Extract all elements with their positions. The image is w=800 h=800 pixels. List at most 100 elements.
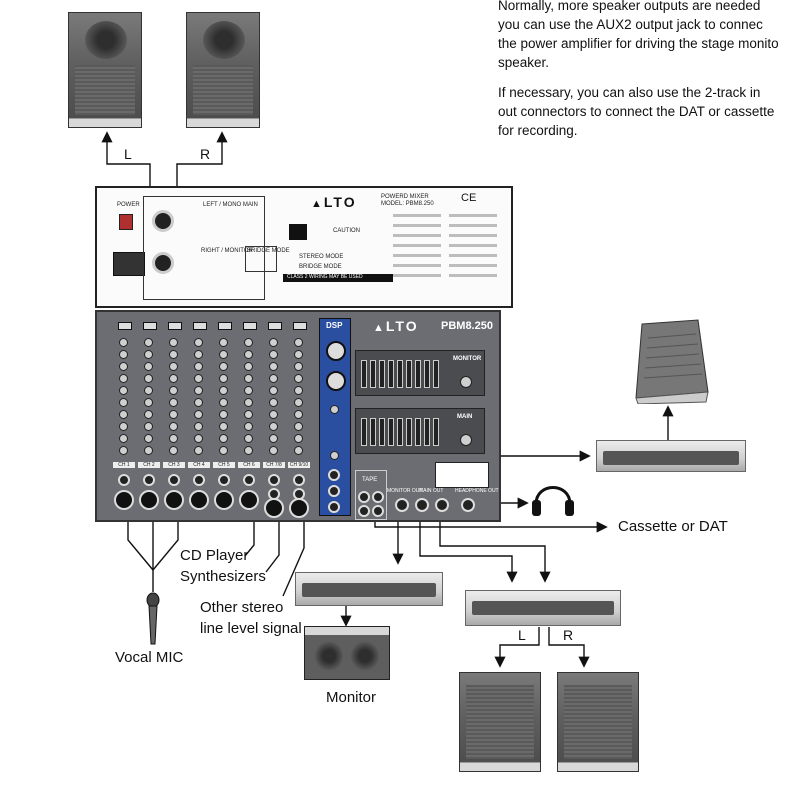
channel-knob[interactable] xyxy=(169,338,178,347)
channel-knob[interactable] xyxy=(269,446,278,455)
channel-knob[interactable] xyxy=(219,350,228,359)
channel-knob[interactable] xyxy=(269,350,278,359)
aux-jack-1[interactable] xyxy=(328,469,340,481)
channel-knob[interactable] xyxy=(194,350,203,359)
eq-fader[interactable] xyxy=(424,360,430,388)
channel-knob[interactable] xyxy=(119,374,128,383)
channel-knob[interactable] xyxy=(219,446,228,455)
line-input-jack[interactable] xyxy=(268,474,280,486)
channel-knob[interactable] xyxy=(219,422,228,431)
channel-knob[interactable] xyxy=(144,422,153,431)
channel-knob[interactable] xyxy=(244,374,253,383)
channel-knob[interactable] xyxy=(144,398,153,407)
channel-knob[interactable] xyxy=(219,374,228,383)
xlr-input[interactable] xyxy=(214,490,234,510)
channel-knob[interactable] xyxy=(119,350,128,359)
channel-knob[interactable] xyxy=(194,338,203,347)
channel-top-button[interactable] xyxy=(193,322,207,330)
channel-knob[interactable] xyxy=(244,434,253,443)
channel-knob[interactable] xyxy=(294,338,303,347)
channel-knob[interactable] xyxy=(269,434,278,443)
speakon-right[interactable] xyxy=(152,252,174,274)
tape-jack-2[interactable] xyxy=(372,491,384,503)
channel-top-button[interactable] xyxy=(143,322,157,330)
channel-knob[interactable] xyxy=(219,338,228,347)
eq-fader[interactable] xyxy=(424,418,430,446)
eq-fader[interactable] xyxy=(397,360,403,388)
channel-knob[interactable] xyxy=(219,386,228,395)
eq-fader[interactable] xyxy=(397,418,403,446)
channel-knob[interactable] xyxy=(119,386,128,395)
channel-knob[interactable] xyxy=(169,422,178,431)
eq-fader[interactable] xyxy=(370,360,376,388)
monitor-level-knob[interactable] xyxy=(460,376,472,388)
channel-knob[interactable] xyxy=(244,338,253,347)
xlr-input[interactable] xyxy=(289,498,309,518)
eq-fader[interactable] xyxy=(433,418,439,446)
channel-knob[interactable] xyxy=(194,446,203,455)
channel-knob[interactable] xyxy=(269,338,278,347)
channel-knob[interactable] xyxy=(119,362,128,371)
xlr-input[interactable] xyxy=(239,490,259,510)
channel-knob[interactable] xyxy=(119,338,128,347)
xlr-input[interactable] xyxy=(114,490,134,510)
main-out-l-jack[interactable] xyxy=(415,498,429,512)
channel-knob[interactable] xyxy=(169,386,178,395)
dsp-level-knob[interactable] xyxy=(330,405,339,414)
channel-knob[interactable] xyxy=(169,434,178,443)
line-input-jack[interactable] xyxy=(293,474,305,486)
xlr-input[interactable] xyxy=(139,490,159,510)
channel-knob[interactable] xyxy=(144,386,153,395)
channel-knob[interactable] xyxy=(244,410,253,419)
channel-knob[interactable] xyxy=(169,362,178,371)
xlr-input[interactable] xyxy=(189,490,209,510)
channel-knob[interactable] xyxy=(269,410,278,419)
channel-knob[interactable] xyxy=(294,410,303,419)
channel-knob[interactable] xyxy=(294,446,303,455)
channel-knob[interactable] xyxy=(219,410,228,419)
channel-top-button[interactable] xyxy=(118,322,132,330)
line-input-jack[interactable] xyxy=(168,474,180,486)
channel-knob[interactable] xyxy=(119,434,128,443)
channel-knob[interactable] xyxy=(194,434,203,443)
main-level-knob[interactable] xyxy=(460,434,472,446)
tape-jack-3[interactable] xyxy=(358,505,370,517)
eq-fader[interactable] xyxy=(379,360,385,388)
main-out-r-jack[interactable] xyxy=(435,498,449,512)
eq-fader[interactable] xyxy=(361,418,367,446)
channel-knob[interactable] xyxy=(269,362,278,371)
eq-fader[interactable] xyxy=(433,360,439,388)
channel-knob[interactable] xyxy=(294,398,303,407)
line-input-jack[interactable] xyxy=(218,474,230,486)
aux-jack-2[interactable] xyxy=(328,485,340,497)
speakon-left[interactable] xyxy=(152,210,174,232)
eq-fader[interactable] xyxy=(406,418,412,446)
channel-knob[interactable] xyxy=(144,374,153,383)
tape-jack-4[interactable] xyxy=(372,505,384,517)
tape-jack-1[interactable] xyxy=(358,491,370,503)
channel-knob[interactable] xyxy=(169,446,178,455)
xlr-input[interactable] xyxy=(264,498,284,518)
channel-knob[interactable] xyxy=(269,398,278,407)
channel-knob[interactable] xyxy=(294,350,303,359)
channel-knob[interactable] xyxy=(244,398,253,407)
channel-knob[interactable] xyxy=(294,374,303,383)
channel-top-button[interactable] xyxy=(268,322,282,330)
channel-top-button[interactable] xyxy=(218,322,232,330)
channel-knob[interactable] xyxy=(169,350,178,359)
channel-top-button[interactable] xyxy=(243,322,257,330)
eq-fader[interactable] xyxy=(370,418,376,446)
channel-knob[interactable] xyxy=(194,374,203,383)
dsp-send-knob[interactable] xyxy=(330,451,339,460)
eq-fader[interactable] xyxy=(406,360,412,388)
power-switch[interactable] xyxy=(119,214,133,230)
channel-knob[interactable] xyxy=(269,374,278,383)
channel-knob[interactable] xyxy=(244,446,253,455)
channel-knob[interactable] xyxy=(244,386,253,395)
aux-jack-3[interactable] xyxy=(328,501,340,513)
channel-knob[interactable] xyxy=(219,434,228,443)
eq-fader[interactable] xyxy=(361,360,367,388)
eq-fader[interactable] xyxy=(388,360,394,388)
channel-knob[interactable] xyxy=(194,386,203,395)
eq-fader[interactable] xyxy=(388,418,394,446)
